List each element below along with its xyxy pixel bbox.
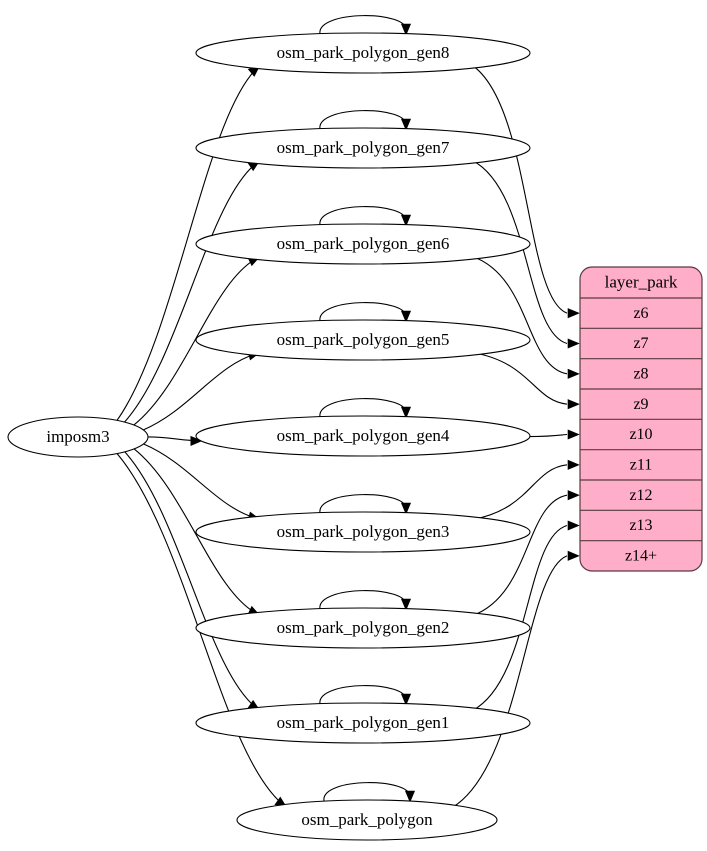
arrowhead-osm_park_polygon_gen2-to-z12 — [567, 490, 580, 501]
layer-table-row-z14+[interactable]: z14+ — [580, 541, 702, 571]
node-osm_park_polygon_gen5-shape — [195, 319, 531, 361]
edge-osm_park_polygon_gen7-to-z7 — [472, 160, 568, 345]
arrowhead-self-loop-osm_park_polygon_gen3 — [400, 502, 412, 515]
nodes-group: imposm3 osm_park_polygon_gen8 osm_park_pol… — [7, 32, 531, 841]
node-osm_park_polygon_gen7[interactable]: osm_park_polygon_gen7 — [195, 127, 531, 169]
node-osm_park_polygon_gen8-shape — [195, 32, 531, 74]
arrowhead-self-loop-osm_park_polygon_gen5 — [400, 310, 412, 323]
edge-osm_park_polygon_gen2-to-z12 — [472, 494, 568, 617]
arrowhead-osm_park_polygon-to-z14+ — [567, 550, 580, 561]
arrowhead-imposm3-to-osm_park_polygon_gen4 — [190, 435, 203, 446]
arrowhead-self-loop-osm_park_polygon_gen4 — [400, 406, 412, 419]
layer-table-row-z13-label: z13 — [629, 517, 652, 534]
self-loop-osm_park_polygon_gen6 — [319, 206, 407, 226]
node-osm_park_polygon_gen1-shape — [195, 702, 531, 744]
node-osm_park_polygon_gen5[interactable]: osm_park_polygon_gen5 — [195, 319, 531, 361]
node-osm_park_polygon-shape — [236, 799, 498, 841]
layer-table-row-z7-label: z7 — [633, 335, 648, 352]
node-osm_park_polygon_gen2-shape — [195, 607, 531, 649]
layer-table-header-label: layer_park — [605, 272, 678, 291]
node-osm_park_polygon_gen3-label: osm_park_polygon_gen3 — [277, 522, 450, 541]
layer-table-row-z13[interactable]: z13 — [580, 510, 702, 540]
edge-osm_park_polygon_gen6-to-z8 — [472, 255, 568, 375]
arrowhead-osm_park_polygon_gen1-to-z13 — [567, 520, 580, 531]
layer-table-row-z9[interactable]: z9 — [580, 389, 702, 419]
layer-table-row-z6[interactable]: z6 — [580, 298, 702, 328]
self-loop-osm_park_polygon — [323, 782, 411, 802]
node-osm_park_polygon_gen6[interactable]: osm_park_polygon_gen6 — [195, 223, 531, 265]
arrowhead-osm_park_polygon_gen4-to-z10 — [567, 429, 580, 440]
arrowhead-osm_park_polygon_gen3-to-z11 — [567, 459, 580, 470]
self-loop-osm_park_polygon_gen4 — [319, 398, 407, 418]
edge-imposm3-to-osm_park_polygon_gen1 — [124, 451, 260, 711]
layer-table-row-z7[interactable]: z7 — [580, 328, 702, 358]
edges-to-layer-table-group — [451, 65, 580, 808]
edge-osm_park_polygon_gen5-to-z9 — [472, 351, 568, 405]
table-group: layer_park z6 z7 z8 z9 z10 z11 z12 z13 z14+ — [579, 266, 703, 572]
node-osm_park_polygon_gen7-label: osm_park_polygon_gen7 — [277, 138, 450, 157]
node-osm_park_polygon_gen1-label: osm_park_polygon_gen1 — [277, 713, 450, 732]
arrowhead-osm_park_polygon_gen7-to-z7 — [567, 338, 580, 349]
node-osm_park_polygon_gen4[interactable]: osm_park_polygon_gen4 — [195, 415, 531, 457]
node-osm_park_polygon_gen3[interactable]: osm_park_polygon_gen3 — [195, 511, 531, 553]
node-osm_park_polygon_gen2-label: osm_park_polygon_gen2 — [277, 618, 450, 637]
node-osm_park_polygon_gen6-label: osm_park_polygon_gen6 — [277, 234, 450, 253]
edge-imposm3-to-osm_park_polygon — [116, 453, 287, 808]
edge-imposm3-to-osm_park_polygon_gen3 — [142, 443, 260, 520]
node-osm_park_polygon_gen6-shape — [195, 223, 531, 265]
node-imposm3[interactable]: imposm3 — [7, 416, 149, 458]
layer-table-row-z12-label: z12 — [629, 487, 652, 504]
node-osm_park_polygon_gen8-label: osm_park_polygon_gen8 — [277, 43, 450, 62]
node-osm_park_polygon_gen2[interactable]: osm_park_polygon_gen2 — [195, 607, 531, 649]
edge-imposm3-to-osm_park_polygon_gen6 — [133, 256, 260, 426]
self-loop-osm_park_polygon_gen7 — [319, 110, 407, 130]
self-loop-osm_park_polygon_gen5 — [319, 302, 407, 322]
edge-osm_park_polygon_gen1-to-z13 — [472, 524, 568, 711]
layer-table-row-z14+-label: z14+ — [625, 548, 657, 565]
node-osm_park_polygon[interactable]: osm_park_polygon — [236, 799, 498, 841]
edge-osm_park_polygon_gen8-to-z6 — [472, 65, 568, 314]
arrowhead-self-loop-osm_park_polygon_gen7 — [400, 118, 412, 131]
node-osm_park_polygon_gen7-shape — [195, 127, 531, 169]
layer-table-row-z8[interactable]: z8 — [580, 359, 702, 389]
arrowhead-self-loop-osm_park_polygon_gen1 — [400, 693, 412, 706]
node-imposm3-shape — [7, 416, 149, 458]
layer-table-row-z9-label: z9 — [633, 396, 648, 413]
edge-imposm3-to-osm_park_polygon_gen5 — [142, 352, 260, 431]
node-osm_park_polygon_gen1[interactable]: osm_park_polygon_gen1 — [195, 702, 531, 744]
arrowhead-self-loop-osm_park_polygon_gen6 — [400, 214, 412, 227]
arrowhead-self-loop-osm_park_polygon — [404, 790, 416, 803]
arrowhead-self-loop-osm_park_polygon_gen2 — [400, 598, 412, 611]
edge-osm_park_polygon_gen4-to-z10 — [528, 433, 568, 438]
node-osm_park_polygon_gen8[interactable]: osm_park_polygon_gen8 — [195, 32, 531, 74]
self-loop-osm_park_polygon_gen8 — [319, 15, 407, 35]
node-osm_park_polygon_gen3-shape — [195, 511, 531, 553]
arrowhead-osm_park_polygon_gen5-to-z9 — [567, 399, 580, 410]
layer-table-row-z11[interactable]: z11 — [580, 450, 702, 480]
self-loop-osm_park_polygon_gen2 — [319, 590, 407, 610]
node-osm_park_polygon_gen5-label: osm_park_polygon_gen5 — [277, 330, 450, 349]
edge-osm_park_polygon-to-z14+ — [451, 555, 568, 808]
layer-table-row-z6-label: z6 — [633, 305, 648, 322]
edge-imposm3-to-osm_park_polygon_gen8 — [116, 65, 261, 421]
node-osm_park_polygon_gen4-shape — [195, 415, 531, 457]
edge-imposm3-to-osm_park_polygon_gen2 — [133, 448, 260, 616]
self-loop-edges-group — [319, 15, 416, 803]
layer-table-row-z10-label: z10 — [629, 426, 652, 443]
arrowhead-osm_park_polygon_gen8-to-z6 — [567, 308, 580, 319]
edge-imposm3-to-osm_park_polygon_gen7 — [123, 160, 260, 423]
self-loop-osm_park_polygon_gen1 — [319, 685, 407, 705]
node-imposm3-label: imposm3 — [46, 427, 109, 446]
arrowhead-osm_park_polygon_gen6-to-z8 — [567, 368, 580, 379]
edge-osm_park_polygon_gen3-to-z11 — [472, 464, 568, 521]
arrowhead-self-loop-osm_park_polygon_gen8 — [400, 23, 412, 36]
layer-table-row-z12[interactable]: z12 — [580, 480, 702, 510]
node-osm_park_polygon_gen4-label: osm_park_polygon_gen4 — [277, 426, 450, 445]
self-loop-osm_park_polygon_gen3 — [319, 494, 407, 514]
layer-table-row-z8-label: z8 — [633, 366, 648, 383]
node-osm_park_polygon-label: osm_park_polygon — [301, 810, 433, 829]
layer-table-row-z10[interactable]: z10 — [580, 419, 702, 449]
layer-table-row-z11-label: z11 — [630, 457, 653, 474]
